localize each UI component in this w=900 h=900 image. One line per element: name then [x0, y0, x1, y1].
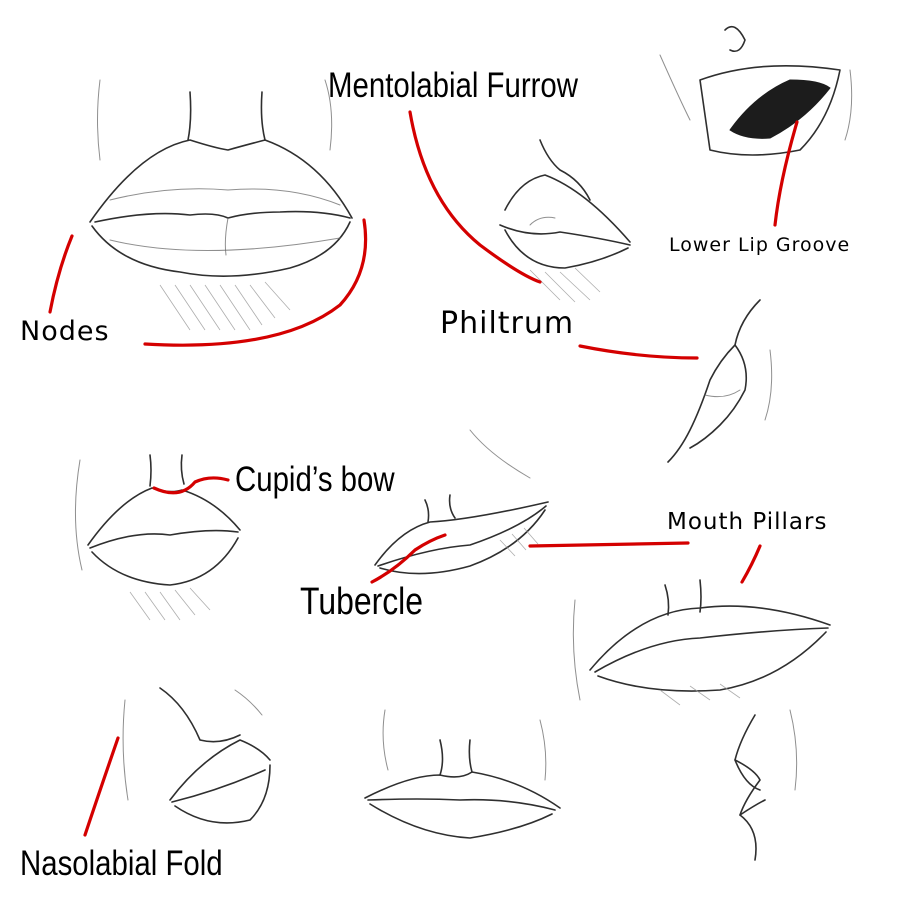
mouth-sketch-front-small: [74, 454, 241, 621]
leader-mentolabial-furrow: [408, 110, 542, 284]
label-tubercle: Tubercle: [300, 581, 424, 623]
leader-nasolabial-fold: [83, 736, 120, 837]
leader-mouth-pillars-vertical: [740, 544, 762, 584]
mouth-sketch-front-bottom: [364, 709, 561, 839]
label-nodes: Nodes: [20, 316, 110, 347]
leader-lower-lip-groove: [773, 120, 799, 227]
mouth-sketch-profile-lower: [734, 709, 798, 861]
leader-mouth-pillars-horizontal: [528, 541, 690, 548]
mouth-sketch-angled: [374, 429, 549, 575]
mouth-sketch-wide: [572, 579, 831, 706]
mouth-sketch-open: [659, 25, 853, 156]
leader-tubercle: [370, 533, 447, 584]
leader-cupids-bow: [152, 476, 230, 495]
leader-nodes-bottom: [143, 218, 368, 347]
leader-nodes-left: [48, 234, 74, 314]
leader-philtrum: [578, 344, 699, 360]
label-philtrum: Philtrum: [440, 306, 575, 341]
mouth-sketch-front-large: [89, 79, 353, 331]
mouth-sketch-three-quarter: [499, 139, 631, 303]
label-cupids-bow: Cupid’s bow: [235, 460, 395, 499]
mouth-sketch-profile-upper: [667, 299, 773, 463]
label-nasolabial-fold: Nasolabial Fold: [20, 844, 223, 883]
label-mouth-pillars: Mouth Pillars: [667, 509, 828, 535]
mouth-sketch-side-lower: [122, 687, 271, 824]
label-lower-lip-groove: Lower Lip Groove: [669, 234, 851, 256]
label-mentolabial-furrow: Mentolabial Furrow: [328, 66, 579, 105]
